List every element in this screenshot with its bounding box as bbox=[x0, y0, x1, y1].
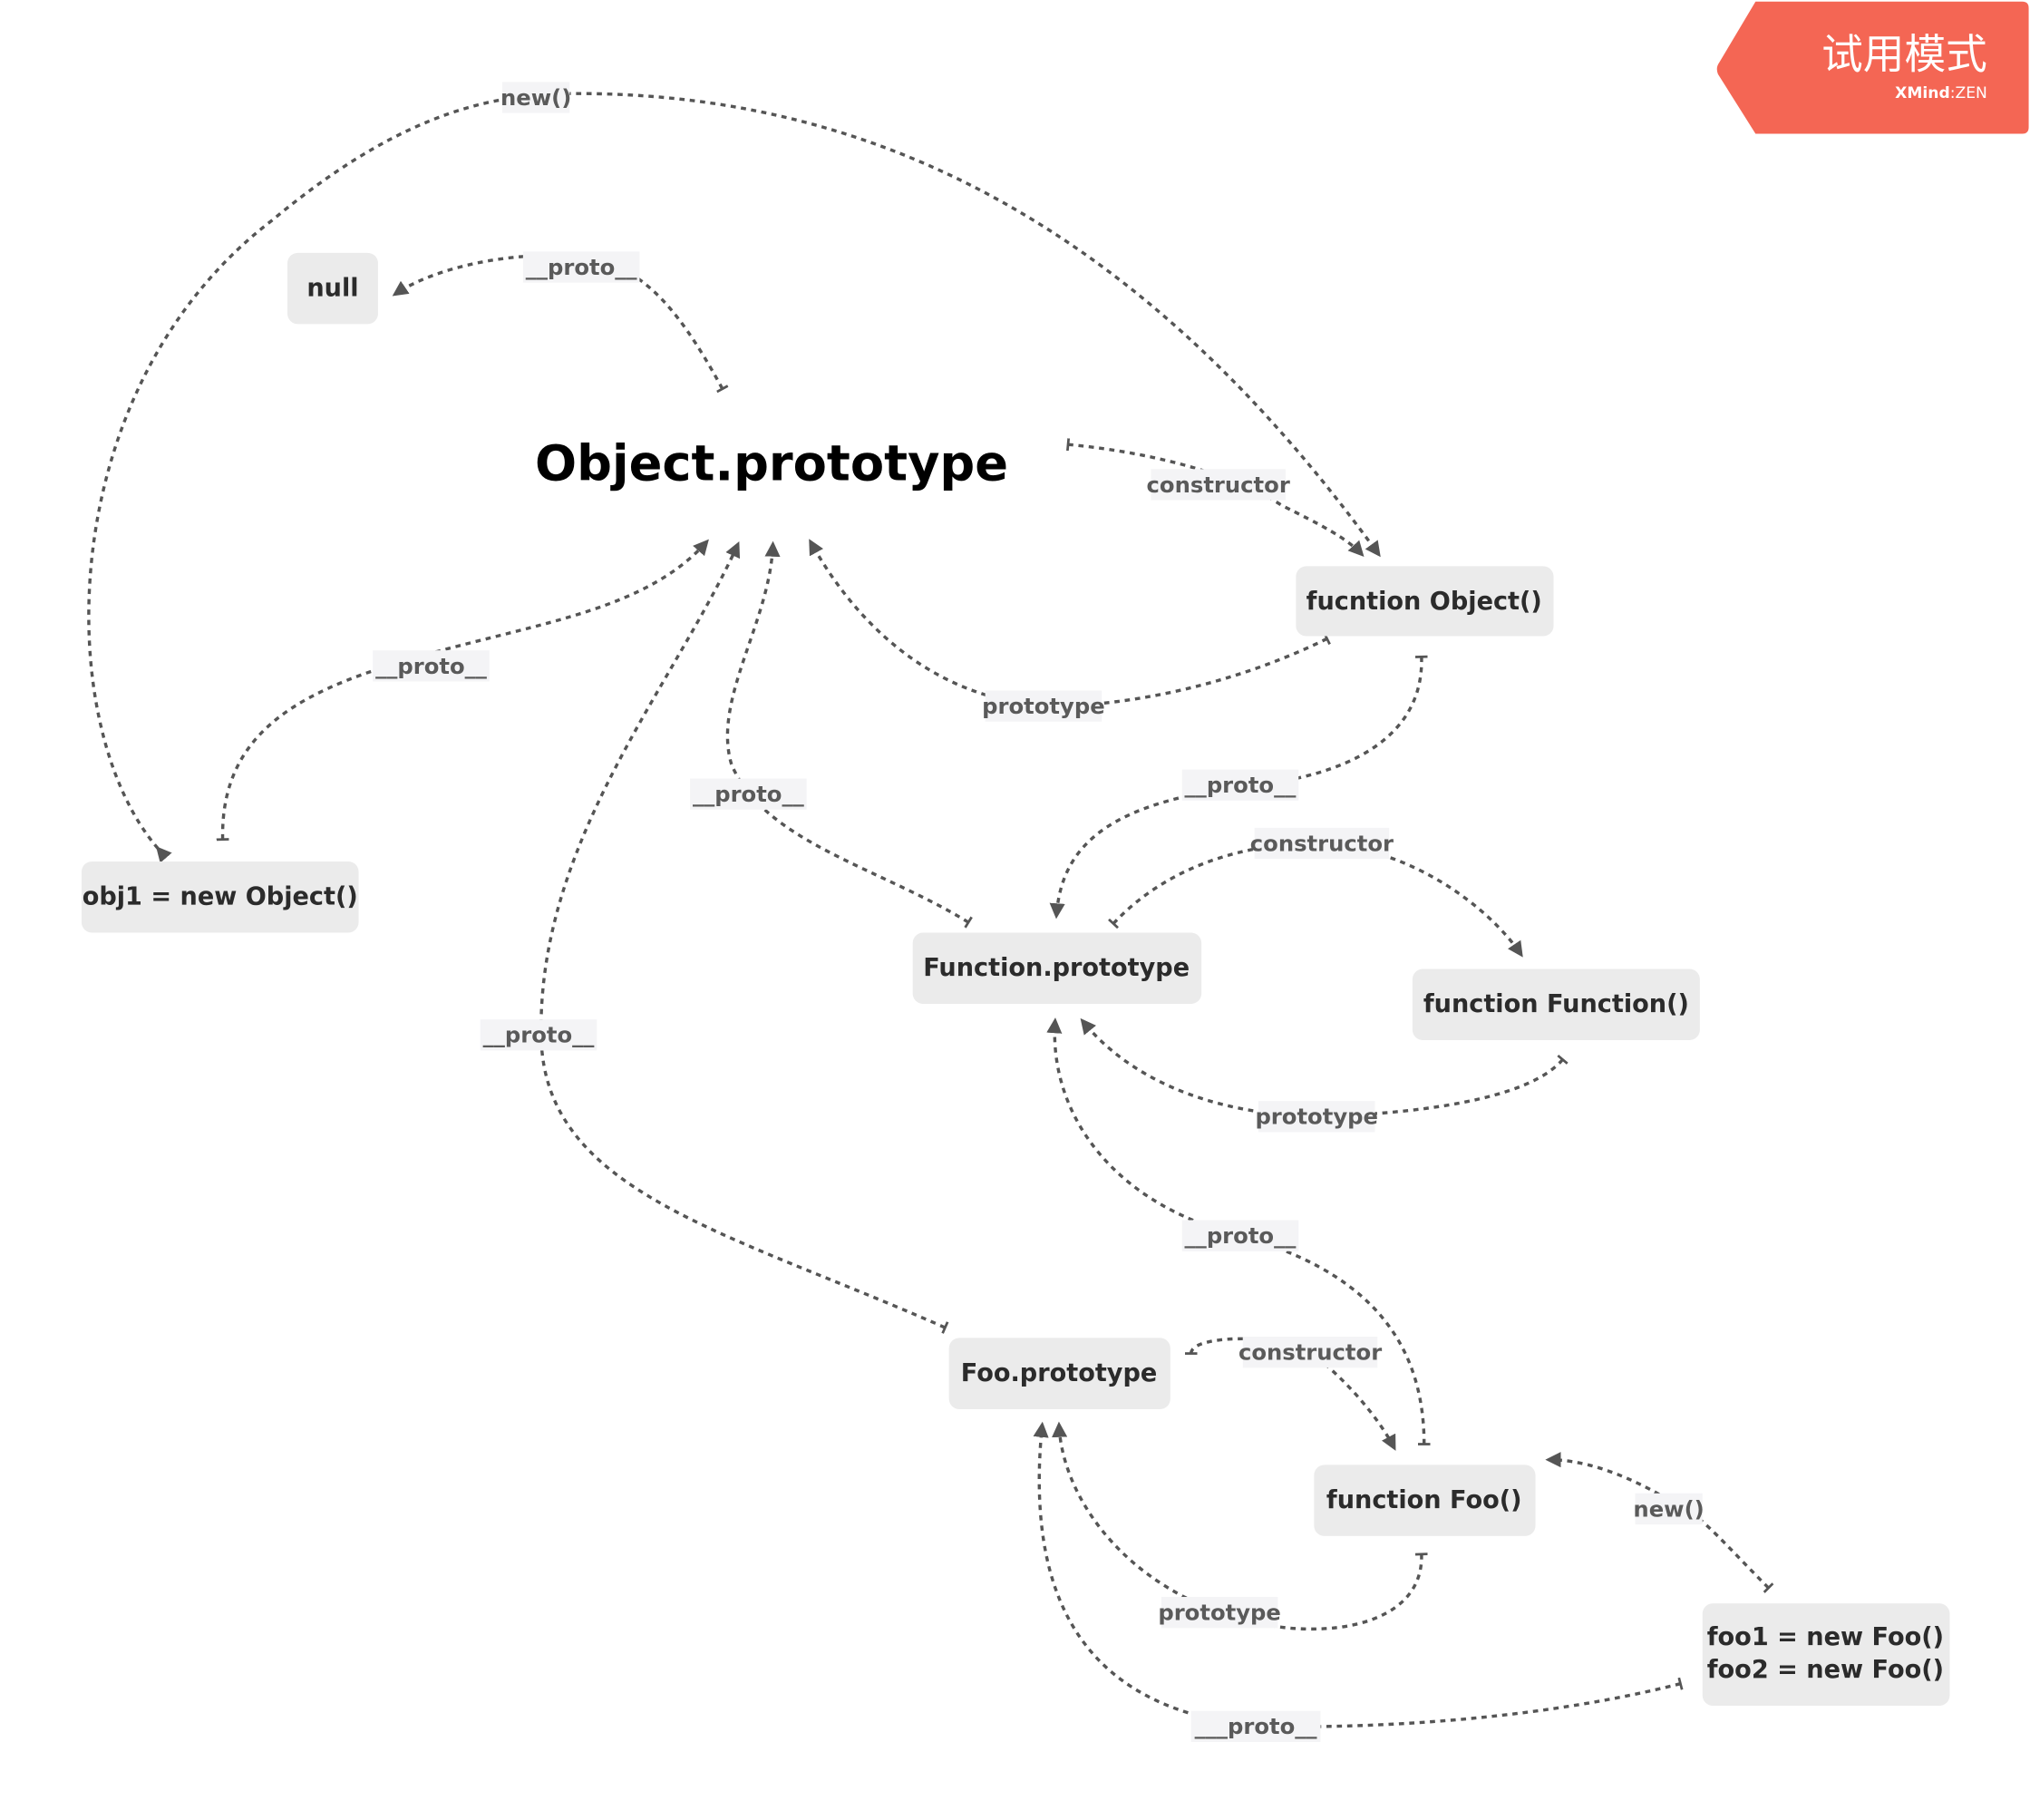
svg-text:foo2 = new Foo(): foo2 = new Foo() bbox=[1707, 1656, 1944, 1684]
node-function-foo[interactable]: function Foo() bbox=[1314, 1465, 1536, 1536]
edge-label: __proto__ bbox=[690, 778, 807, 810]
edge-label: new() bbox=[500, 82, 571, 113]
trial-watermark: 试用模式 XMind:ZEN bbox=[1716, 1, 2029, 134]
edge-label: __proto__ bbox=[373, 650, 490, 682]
svg-text:prototype: prototype bbox=[982, 693, 1105, 719]
svg-text:Foo.prototype: Foo.prototype bbox=[961, 1359, 1157, 1387]
svg-text:function Function(): function Function() bbox=[1423, 990, 1689, 1018]
node-object-prototype[interactable]: Object.prototype bbox=[535, 435, 1008, 492]
svg-text:new(): new() bbox=[1633, 1495, 1704, 1522]
edge-proto-function-prototype bbox=[725, 540, 973, 929]
svg-text:new(): new() bbox=[500, 84, 571, 111]
node-null[interactable]: null bbox=[287, 252, 378, 325]
svg-text:fucntion Object(): fucntion Object() bbox=[1306, 588, 1542, 616]
edge-label: constructor bbox=[1147, 469, 1290, 501]
edge-label: prototype bbox=[1255, 1101, 1378, 1133]
svg-text:__proto__: __proto__ bbox=[526, 254, 638, 280]
edge-label: prototype bbox=[1158, 1597, 1281, 1629]
edge-proto-foo-prototype bbox=[539, 540, 949, 1334]
svg-text:___proto__: ___proto__ bbox=[1195, 1713, 1318, 1739]
edge-prototype-object bbox=[809, 539, 1331, 708]
edge-labels: new() __proto__ constructor prototype __… bbox=[373, 82, 1705, 1742]
edge-label: constructor bbox=[1250, 827, 1394, 860]
svg-text:null: null bbox=[306, 274, 358, 302]
svg-text:__proto__: __proto__ bbox=[693, 781, 805, 807]
edge-label: __proto__ bbox=[522, 251, 640, 283]
svg-text:obj1 = new Object(): obj1 = new Object() bbox=[83, 882, 358, 910]
edge-label: __proto__ bbox=[1181, 769, 1299, 801]
svg-text:prototype: prototype bbox=[1158, 1600, 1281, 1626]
svg-text:Function.prototype: Function.prototype bbox=[923, 954, 1190, 982]
edge-label: constructor bbox=[1238, 1337, 1382, 1368]
svg-text:constructor: constructor bbox=[1250, 830, 1394, 856]
svg-text:__proto__: __proto__ bbox=[375, 653, 488, 679]
svg-text:试用模式: 试用模式 bbox=[1821, 31, 1987, 79]
edge-label: ___proto__ bbox=[1190, 1710, 1321, 1742]
svg-text:__proto__: __proto__ bbox=[1185, 1222, 1297, 1249]
edge-label: new() bbox=[1633, 1493, 1705, 1525]
node-function-function[interactable]: function Function() bbox=[1412, 968, 1700, 1041]
svg-text:foo1 = new Foo(): foo1 = new Foo() bbox=[1707, 1623, 1944, 1651]
svg-text:__proto__: __proto__ bbox=[1185, 772, 1297, 798]
edge-label: prototype bbox=[982, 690, 1105, 722]
svg-text:function Foo(): function Foo() bbox=[1326, 1486, 1522, 1514]
svg-text:prototype: prototype bbox=[1255, 1104, 1378, 1130]
svg-text:__proto__: __proto__ bbox=[483, 1022, 596, 1048]
edge-label: __proto__ bbox=[1181, 1220, 1299, 1251]
node-function-prototype[interactable]: Function.prototype bbox=[912, 932, 1202, 1005]
node-obj1[interactable]: obj1 = new Object() bbox=[81, 861, 359, 933]
svg-text:XMind:ZEN: XMind:ZEN bbox=[1895, 84, 1987, 102]
edge-proto-obj1 bbox=[216, 539, 709, 842]
nodes: null Object.prototype fucntion Object() … bbox=[81, 252, 1950, 1706]
node-function-object[interactable]: fucntion Object() bbox=[1296, 566, 1554, 637]
svg-text:constructor: constructor bbox=[1238, 1339, 1382, 1366]
edge-label: __proto__ bbox=[480, 1019, 597, 1051]
svg-text:constructor: constructor bbox=[1147, 472, 1290, 498]
node-foo-instances[interactable]: foo1 = new Foo() foo2 = new Foo() bbox=[1702, 1603, 1950, 1706]
node-foo-prototype[interactable]: Foo.prototype bbox=[948, 1338, 1170, 1409]
